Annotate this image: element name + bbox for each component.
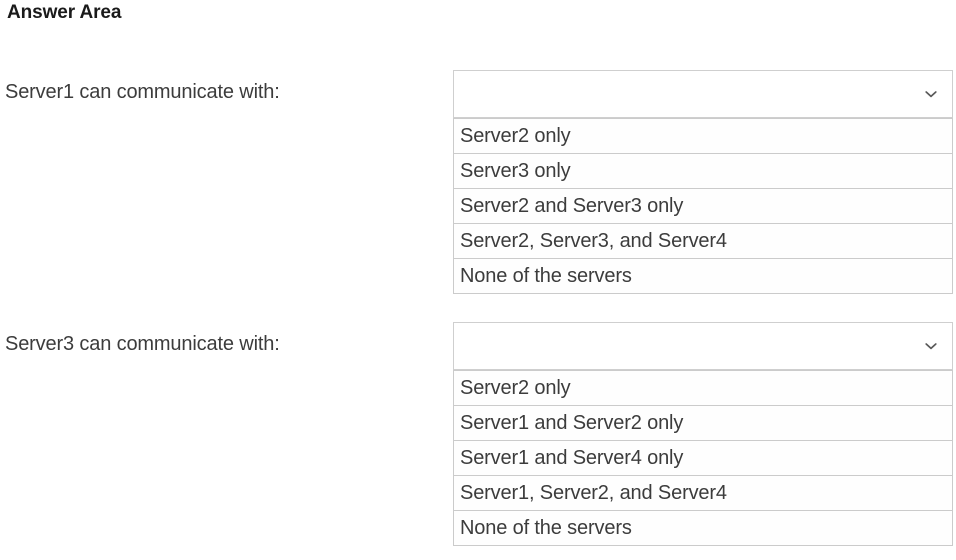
list-item[interactable]: Server3 only [454, 153, 952, 188]
dropdown-server3-option-list: Server2 only Server1 and Server2 only Se… [453, 370, 953, 546]
list-item[interactable]: Server2 only [454, 370, 952, 405]
list-item[interactable]: Server2 only [454, 118, 952, 153]
chevron-down-icon[interactable] [923, 338, 939, 354]
list-item[interactable]: Server2, Server3, and Server4 [454, 223, 952, 258]
list-item[interactable]: Server1 and Server4 only [454, 440, 952, 475]
chevron-down-icon[interactable] [923, 86, 939, 102]
list-item[interactable]: Server1 and Server2 only [454, 405, 952, 440]
list-item[interactable]: None of the servers [454, 510, 952, 545]
question-label-server1: Server1 can communicate with: [5, 81, 280, 103]
list-item[interactable]: Server1, Server2, and Server4 [454, 475, 952, 510]
dropdown-server3[interactable] [453, 322, 953, 370]
question-label-server3: Server3 can communicate with: [5, 333, 280, 355]
list-item[interactable]: Server2 and Server3 only [454, 188, 952, 223]
dropdown-server1-option-list: Server2 only Server3 only Server2 and Se… [453, 118, 953, 294]
dropdown-server1[interactable] [453, 70, 953, 118]
list-item[interactable]: None of the servers [454, 258, 952, 293]
page-title: Answer Area [7, 2, 122, 23]
